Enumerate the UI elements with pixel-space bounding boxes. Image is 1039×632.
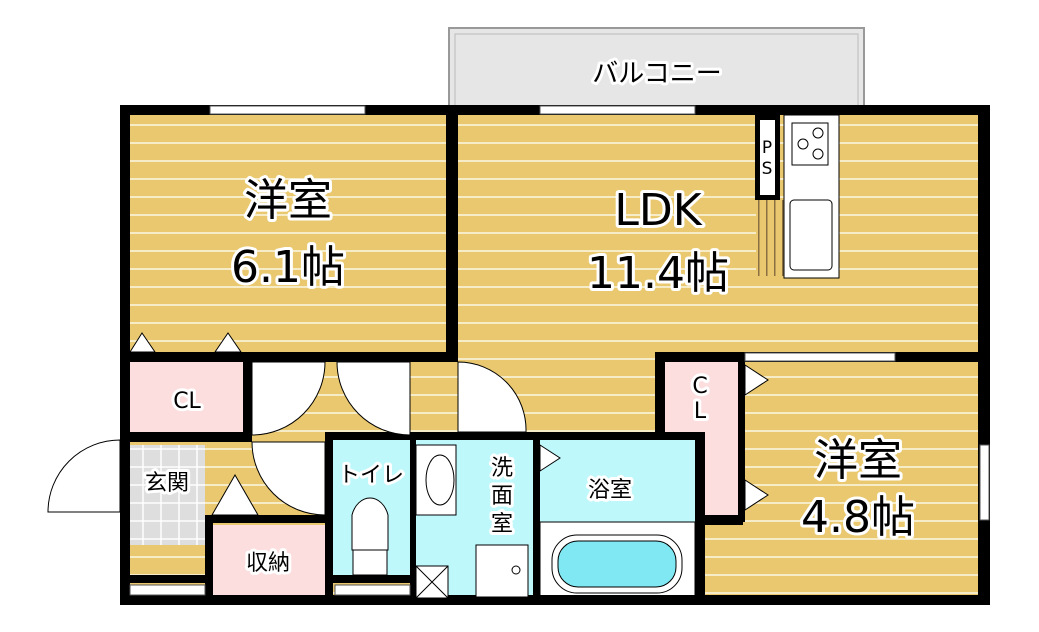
closet-door bbox=[129, 332, 242, 353]
door-swing bbox=[251, 361, 326, 436]
room-size-ldk: 11.4帖 bbox=[587, 248, 729, 299]
toilet-icon bbox=[351, 497, 389, 576]
entrance-floor bbox=[130, 445, 205, 545]
window-western-1 bbox=[209, 105, 366, 115]
entrance-label: 玄関 bbox=[145, 471, 189, 496]
closet-2-label-c: C bbox=[692, 374, 707, 399]
doors bbox=[47, 332, 769, 516]
windows bbox=[129, 105, 990, 596]
bathtub-icon bbox=[551, 534, 683, 594]
pipe-space bbox=[760, 120, 775, 195]
balcony: バルコニー bbox=[448, 27, 865, 109]
kitchen bbox=[783, 114, 840, 279]
washbasin-icon bbox=[415, 444, 457, 516]
window-side bbox=[979, 444, 990, 521]
pipe-box-icon bbox=[415, 565, 449, 599]
window-ldk bbox=[539, 105, 696, 115]
washing-machine-pan-icon bbox=[475, 544, 529, 598]
vent-toilet bbox=[334, 584, 411, 596]
ps-label-s: S bbox=[762, 159, 773, 179]
ps-label-p: P bbox=[762, 138, 772, 158]
storage-door bbox=[211, 473, 259, 516]
room-name-ldk: LDK bbox=[614, 185, 702, 236]
stove-icon bbox=[791, 122, 829, 166]
sink-icon bbox=[789, 199, 833, 271]
closet-2-label-l: L bbox=[694, 399, 707, 424]
entrance-door bbox=[47, 439, 121, 513]
door-swing bbox=[457, 361, 527, 433]
door-swing bbox=[251, 441, 326, 516]
closet-1-floor bbox=[130, 362, 243, 432]
window-western-2 bbox=[744, 352, 896, 362]
washroom-label-2: 面 bbox=[491, 484, 513, 509]
room-size-western-1: 6.1帖 bbox=[231, 242, 345, 293]
toilet-label: トイレ bbox=[338, 463, 404, 488]
door-swing bbox=[336, 361, 411, 436]
washroom-label-3: 室 bbox=[491, 512, 513, 537]
balcony-label: バルコニー bbox=[592, 59, 721, 89]
room-name-western-1: 洋室 bbox=[244, 175, 332, 226]
bathroom-label: 浴室 bbox=[588, 478, 632, 503]
kitchen-step bbox=[756, 200, 784, 276]
room-name-western-2: 洋室 bbox=[814, 435, 902, 486]
room-size-western-2: 4.8帖 bbox=[801, 492, 915, 543]
storage-label: 収納 bbox=[246, 551, 290, 576]
bath-door bbox=[539, 444, 561, 472]
closet-door bbox=[744, 364, 769, 511]
vent-entrance bbox=[129, 584, 206, 596]
closet-1-label: CL bbox=[173, 389, 201, 414]
entrance-step bbox=[130, 545, 205, 575]
storage-floor bbox=[212, 525, 325, 595]
washroom-label-1: 洗 bbox=[491, 456, 513, 481]
